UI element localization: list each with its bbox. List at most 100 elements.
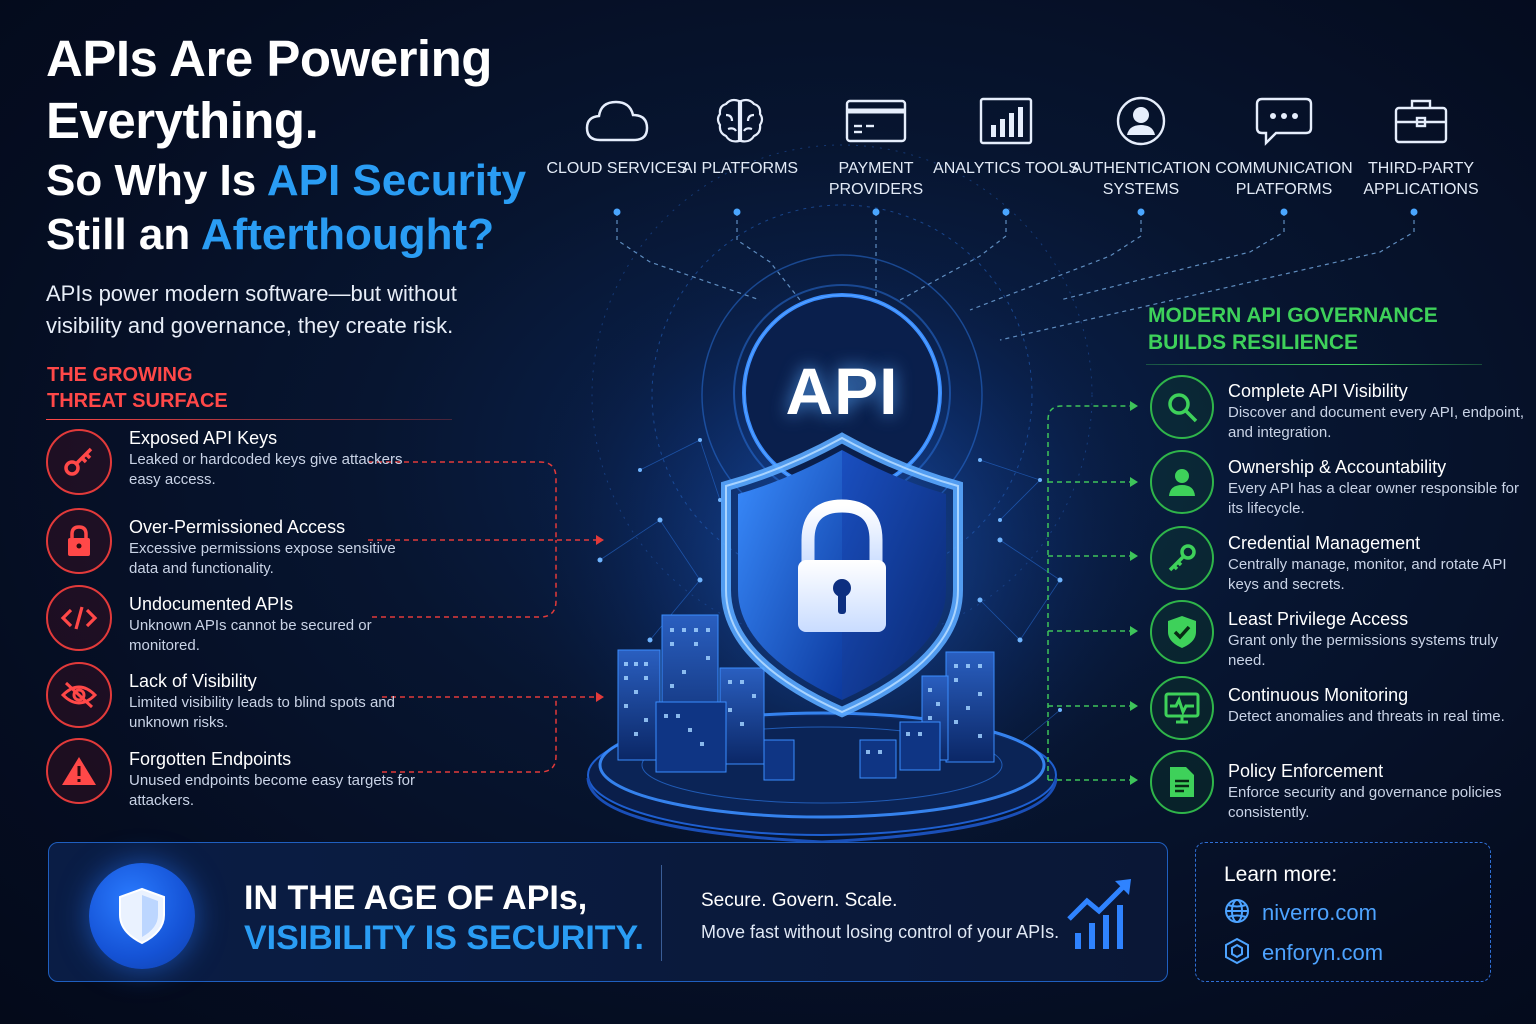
- lead-text: APIs power modern software—but without v…: [46, 281, 457, 338]
- threat-title: Over-Permissioned Access: [129, 517, 346, 537]
- gov-desc: Detect anomalies and threats in real tim…: [1228, 708, 1505, 725]
- user-icon: [1150, 450, 1214, 514]
- gov-title: Credential Management: [1228, 533, 1421, 553]
- gov-item-visibility: Complete API Visibility Discover and doc…: [1150, 375, 1530, 441]
- governance-title: MODERN API GOVERNANCE BUILDS RESILIENCE: [1148, 302, 1438, 356]
- threat-item-exposed-keys: Exposed API Keys Leaked or hardcoded key…: [46, 428, 426, 495]
- gov-desc: Discover and document every API, endpoin…: [1228, 404, 1525, 441]
- learn-more-title: Learn more:: [1224, 863, 1338, 886]
- platform-third-party-applications: THIRD-PARTY APPLICATIONS: [1346, 90, 1496, 200]
- user-circle-icon: [1066, 90, 1216, 152]
- threat-desc: Limited visibility leads to blind spots …: [129, 694, 395, 731]
- platform-ai-platforms: AI PLATFORMS: [665, 90, 815, 179]
- globe-icon: [1224, 898, 1250, 929]
- gov-item-monitoring: Continuous Monitoring Detect anomalies a…: [1150, 676, 1530, 742]
- gov-title: Least Privilege Access: [1228, 609, 1409, 629]
- headline-line-1: APIs Are Powering: [46, 30, 492, 87]
- link-text[interactable]: niverro.com: [1262, 900, 1377, 925]
- gov-item-credentials: Credential Management Centrally manage, …: [1150, 526, 1530, 593]
- gov-item-policy: Policy Enforcement Enforce security and …: [1150, 750, 1530, 821]
- gov-title: Complete API Visibility: [1228, 381, 1408, 401]
- platform-label: CLOUD SERVICES: [546, 160, 688, 177]
- gov-title: Continuous Monitoring: [1228, 685, 1409, 705]
- threat-divider: [46, 419, 452, 420]
- bar-chart-icon: [931, 90, 1081, 152]
- gov-title: Ownership & Accountability: [1228, 457, 1447, 477]
- threat-desc: Leaked or hardcoded keys give attackers …: [129, 451, 403, 488]
- threat-item-over-permissioned: Over-Permissioned Access Excessive permi…: [46, 508, 426, 577]
- threat-title-line-1: THE GROWING: [47, 364, 193, 386]
- code-icon: [46, 585, 112, 651]
- gov-desc: Enforce security and governance policies…: [1228, 784, 1502, 821]
- threat-desc: Unknown APIs cannot be secured or monito…: [129, 617, 372, 654]
- growth-chart-icon: [1067, 877, 1139, 958]
- platform-label: AI PLATFORMS: [681, 160, 799, 177]
- headline-question-1: So Why Is API Security: [46, 154, 566, 208]
- threat-title: Undocumented APIs: [129, 594, 294, 614]
- gov-title: Policy Enforcement: [1228, 761, 1384, 781]
- headline-question-2: Still an Afterthought?: [46, 208, 566, 262]
- link-enforyn[interactable]: enforyn.com: [1224, 937, 1384, 970]
- headline-question-1b: API Security: [266, 156, 527, 205]
- headline-line-2: Everything.: [46, 92, 319, 149]
- threat-desc: Unused endpoints become easy targets for…: [129, 772, 416, 809]
- banner-subtext: Move fast without losing control of your…: [701, 922, 1060, 942]
- gov-desc: Grant only the permissions systems truly…: [1228, 632, 1499, 669]
- banner-divider: [661, 865, 662, 961]
- platform-label: COMMUNICATION PLATFORMS: [1215, 160, 1353, 198]
- threat-title: Lack of Visibility: [129, 671, 257, 691]
- bottom-banner: IN THE AGE OF APIs, VISIBILITY IS SECURI…: [48, 842, 1168, 982]
- governance-title-line-1: MODERN API GOVERNANCE: [1148, 304, 1438, 327]
- gov-desc: Every API has a clear owner responsible …: [1228, 480, 1519, 517]
- headline: APIs Are Powering Everything. So Why Is …: [46, 28, 566, 262]
- brain-icon: [665, 90, 815, 152]
- platform-payment-providers: PAYMENT PROVIDERS: [801, 90, 951, 200]
- credit-card-icon: [801, 90, 951, 152]
- banner-tagline: Secure. Govern. Scale.: [701, 890, 898, 911]
- chat-bubble-icon: [1209, 90, 1359, 152]
- threat-title: Forgotten Endpoints: [129, 749, 292, 769]
- briefcase-icon: [1346, 90, 1496, 152]
- shield-check-icon: [1150, 600, 1214, 664]
- platform-label: ANALYTICS TOOLS: [933, 160, 1079, 177]
- gov-item-ownership: Ownership & Accountability Every API has…: [1150, 450, 1530, 517]
- threat-surface-title: THE GROWING THREAT SURFACE: [47, 362, 228, 414]
- document-icon: [1150, 750, 1214, 814]
- gov-desc: Centrally manage, monitor, and rotate AP…: [1228, 556, 1507, 593]
- monitor-pulse-icon: [1150, 676, 1214, 740]
- banner-headline-2: VISIBILITY IS SECURITY.: [244, 919, 644, 957]
- gov-item-least-privilege: Least Privilege Access Grant only the pe…: [1150, 600, 1530, 669]
- platform-label: PAYMENT PROVIDERS: [828, 160, 924, 198]
- headline-question-2a: Still an: [46, 210, 201, 259]
- headline-question-2b: Afterthought?: [200, 210, 495, 259]
- link-niverro[interactable]: niverro.com: [1224, 898, 1377, 928]
- platform-communication-platforms: COMMUNICATION PLATFORMS: [1209, 90, 1359, 200]
- link-text[interactable]: enforyn.com: [1262, 940, 1384, 965]
- threat-item-forgotten-endpoints: Forgotten Endpoints Unused endpoints bec…: [46, 738, 426, 809]
- platform-authentication-systems: AUTHENTICATION SYSTEMS: [1066, 90, 1216, 200]
- learn-more-box: Learn more: niverro.com enforyn.com: [1195, 842, 1491, 982]
- key-icon: [1150, 526, 1214, 590]
- shield-icon: [89, 863, 195, 969]
- governance-divider: [1146, 364, 1482, 365]
- cloud-icon: [542, 90, 692, 152]
- hexagon-icon: [1224, 937, 1250, 970]
- platform-analytics-tools: ANALYTICS TOOLS: [931, 90, 1081, 179]
- threat-title-line-2: THREAT SURFACE: [47, 390, 228, 412]
- banner-headline-1: IN THE AGE OF APIs,: [244, 879, 588, 917]
- threat-desc: Excessive permissions expose sensitive d…: [129, 540, 396, 577]
- platform-label: THIRD-PARTY APPLICATIONS: [1363, 160, 1479, 198]
- governance-title-line-2: BUILDS RESILIENCE: [1148, 331, 1359, 354]
- warning-icon: [46, 738, 112, 804]
- api-hub-label: API: [785, 354, 899, 428]
- platform-label: AUTHENTICATION SYSTEMS: [1071, 160, 1211, 198]
- key-icon: [46, 429, 112, 495]
- lock-icon: [46, 508, 112, 574]
- platform-cloud-services: CLOUD SERVICES: [542, 90, 692, 179]
- eye-off-icon: [46, 662, 112, 728]
- headline-question-1a: So Why Is: [46, 156, 267, 205]
- threat-item-undocumented: Undocumented APIs Unknown APIs cannot be…: [46, 585, 426, 654]
- threat-item-lack-of-visibility: Lack of Visibility Limited visibility le…: [46, 662, 426, 731]
- search-icon: [1150, 375, 1214, 439]
